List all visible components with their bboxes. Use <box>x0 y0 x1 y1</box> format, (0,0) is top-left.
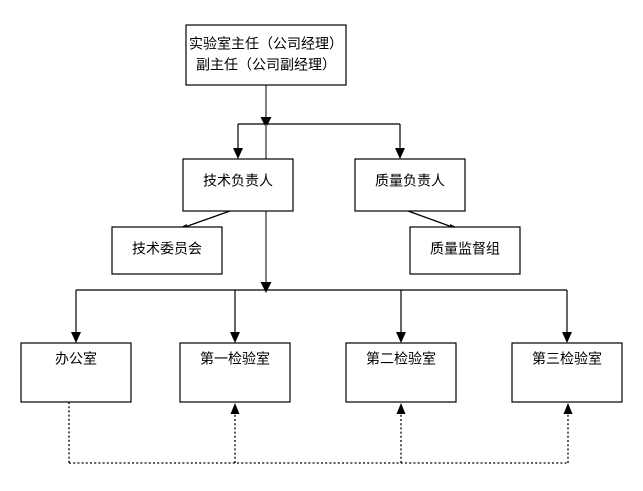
node-technical-committee[interactable]: 技术委员会 <box>111 226 223 275</box>
node-lab-3[interactable]: 第三检验室 <box>511 342 623 403</box>
node-quality-director-label: 质量负责人 <box>375 173 445 189</box>
node-lab-2-box[interactable] <box>345 342 457 403</box>
connector-technical-director-to-committee <box>181 210 231 229</box>
node-technical-director-label: 技术负责人 <box>203 173 273 189</box>
node-lab-1-label: 第一检验室 <box>200 351 270 367</box>
connector-quality-director-to-supervision <box>407 210 456 229</box>
node-director-box[interactable] <box>185 24 347 86</box>
node-quality-supervision-group-box[interactable] <box>409 226 521 275</box>
arrowhead-dotted-lab-1 <box>230 403 240 414</box>
node-lab-2-label: 第二检验室 <box>366 351 436 367</box>
node-lab-1[interactable]: 第一检验室 <box>179 342 291 403</box>
node-office-box[interactable] <box>20 342 132 403</box>
arrowhead-director-to-bus-level4 <box>260 282 272 293</box>
node-director[interactable]: 实验室主任（公司经理） 副主任（公司副经理） <box>185 24 347 86</box>
node-technical-committee-label: 技术委员会 <box>132 241 202 257</box>
arrowhead-office <box>71 332 81 343</box>
node-director-label-line1: 实验室主任（公司经理） <box>189 36 343 52</box>
node-lab-1-box[interactable] <box>179 342 291 403</box>
arrowhead-quality-director <box>395 148 405 159</box>
arrowhead-director-to-bus-level2 <box>260 117 272 128</box>
node-lab-3-box[interactable] <box>511 342 623 403</box>
arrowhead-lab-1 <box>230 332 240 343</box>
node-director-label-line2: 副主任（公司副经理） <box>196 57 336 73</box>
node-technical-committee-box[interactable] <box>111 226 223 275</box>
node-office[interactable]: 办公室 <box>20 342 132 403</box>
node-lab-3-label: 第三检验室 <box>532 351 602 367</box>
arrowhead-technical-director <box>233 148 243 159</box>
node-quality-director[interactable]: 质量负责人 <box>354 158 466 212</box>
node-quality-director-box[interactable] <box>354 158 466 212</box>
node-quality-supervision-group-label: 质量监督组 <box>430 241 500 257</box>
arrowhead-lab-2 <box>396 332 406 343</box>
node-quality-supervision-group[interactable]: 质量监督组 <box>409 226 521 275</box>
node-lab-2[interactable]: 第二检验室 <box>345 342 457 403</box>
node-technical-director[interactable]: 技术负责人 <box>182 158 294 212</box>
arrowhead-dotted-lab-2 <box>396 403 406 414</box>
arrowhead-dotted-lab-3 <box>563 403 573 414</box>
node-office-label: 办公室 <box>55 351 97 367</box>
arrowhead-lab-3 <box>562 332 572 343</box>
node-technical-director-box[interactable] <box>182 158 294 212</box>
